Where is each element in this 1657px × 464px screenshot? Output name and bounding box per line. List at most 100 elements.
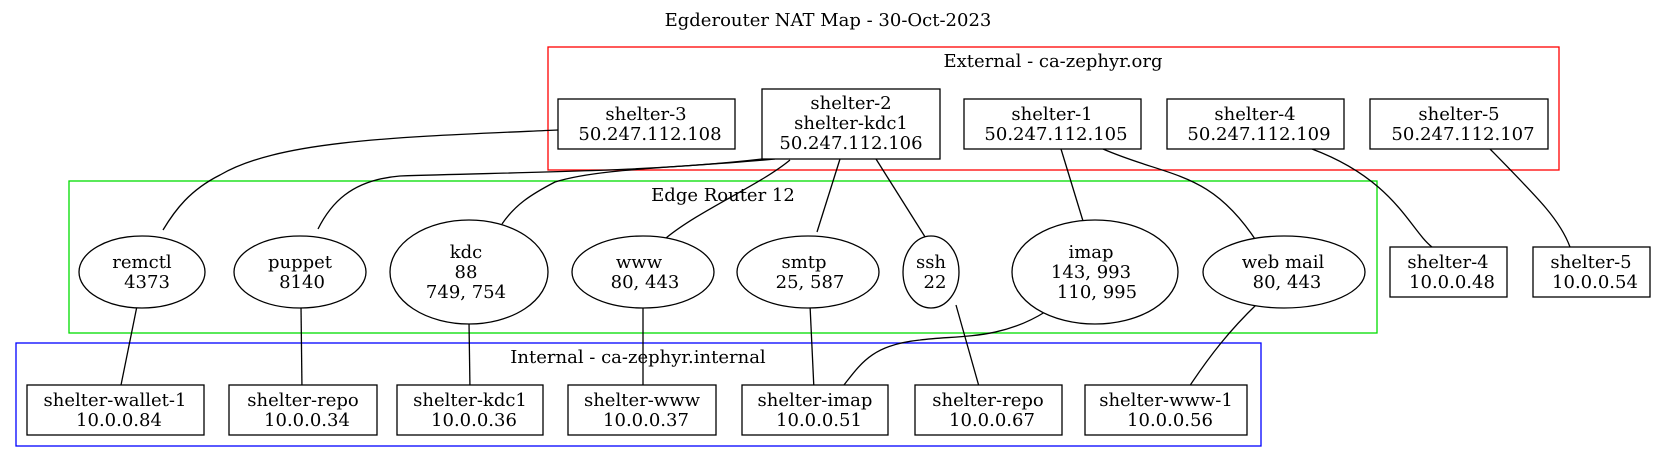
node-int-shelter-repo-67-line2: 10.0.0.67	[949, 410, 1035, 431]
node-int-shelter-repo-34-box	[228, 384, 378, 436]
node-svc-kdc-shape	[389, 219, 549, 325]
edge-shelter4-int	[1311, 148, 1433, 248]
router-nodes: remctl 4373 puppet 8140 kdc 88 749, 754 …	[78, 219, 1366, 325]
cluster-internal-border	[15, 342, 1262, 447]
node-int-shelter-repo-67-box	[914, 384, 1063, 436]
node-ext-shelter-4-line1: shelter-4	[1214, 104, 1295, 125]
node-int-shelter-repo-67-line1: shelter-repo	[932, 390, 1043, 411]
node-ext-shelter-1-box	[963, 98, 1142, 150]
node-svc-ssh: ssh 22	[902, 235, 960, 309]
node-ext-shelter-5: shelter-5 50.247.112.107	[1369, 98, 1549, 150]
node-int-shelter-4-box	[1389, 246, 1508, 298]
node-int-shelter-repo-67: shelter-repo 10.0.0.67	[914, 384, 1063, 436]
node-ext-shelter-4-line2: 50.247.112.109	[1187, 124, 1330, 145]
cluster-router-label: Edge Router 12	[651, 185, 795, 206]
node-ext-shelter-2-line1: shelter-2	[810, 93, 891, 114]
cluster-external-border	[547, 46, 1560, 171]
node-int-shelter-imap-box	[741, 384, 889, 436]
node-ext-shelter-3: shelter-3 50.247.112.108	[557, 98, 736, 150]
node-int-shelter-5: shelter-5 10.0.0.54	[1532, 246, 1651, 298]
node-int-shelter-kdc1-box	[396, 384, 544, 436]
edge-ssh-repo67	[955, 304, 981, 391]
node-svc-smtp-line2: 25, 587	[776, 272, 845, 293]
node-svc-imap-line3: 110, 995	[1057, 282, 1137, 303]
node-svc-smtp-shape	[736, 235, 880, 309]
node-int-shelter-5-line1: shelter-5	[1550, 252, 1631, 273]
node-svc-imap: imap 143, 993 110, 995	[1011, 219, 1179, 325]
edge-shelter1-webmail	[1102, 148, 1258, 243]
node-int-shelter-kdc1-line2: 10.0.0.36	[431, 410, 517, 431]
node-svc-kdc-line1: kdc	[450, 242, 483, 263]
cluster-router: Edge Router 12	[68, 180, 1378, 334]
node-int-shelter-wallet-1: shelter-wallet-1 10.0.0.84	[26, 384, 205, 436]
node-int-shelter-repo-34-line1: shelter-repo	[247, 390, 358, 411]
node-int-shelter-www-line1: shelter-www	[584, 390, 701, 411]
node-int-shelter-4-line2: 10.0.0.48	[1409, 272, 1495, 293]
edge-remctl-wallet	[119, 305, 138, 391]
standalone-nodes: shelter-4 10.0.0.48 shelter-5 10.0.0.54	[1389, 246, 1651, 298]
node-svc-remctl-shape	[78, 235, 206, 309]
node-svc-www-shape	[571, 235, 715, 309]
node-svc-kdc-line2: 88	[455, 262, 478, 283]
node-svc-imap-line2: 143, 993	[1051, 262, 1131, 283]
node-ext-shelter-2-line2: shelter-kdc1	[794, 113, 908, 134]
node-int-shelter-repo-34-line2: 10.0.0.34	[264, 410, 350, 431]
node-int-shelter-5-line2: 10.0.0.54	[1552, 272, 1638, 293]
node-svc-webmail-shape	[1202, 235, 1366, 309]
node-int-shelter-imap: shelter-imap 10.0.0.51	[741, 384, 889, 436]
edge-puppet-repo34	[300, 305, 303, 391]
node-svc-webmail-line2: 80, 443	[1253, 272, 1322, 293]
edge-shelter2-kdc	[501, 158, 776, 225]
node-svc-www: www 80, 443	[571, 235, 715, 309]
node-ext-shelter-2-line3: 50.247.112.106	[779, 133, 922, 154]
node-svc-webmail-line1: web mail	[1242, 252, 1325, 273]
node-int-shelter-kdc1-line1: shelter-kdc1	[413, 390, 527, 411]
edge-kdc-kdc1	[468, 321, 471, 391]
node-int-shelter-4: shelter-4 10.0.0.48	[1389, 246, 1508, 298]
node-svc-remctl: remctl 4373	[78, 235, 206, 309]
node-int-shelter-www: shelter-www 10.0.0.37	[567, 384, 717, 436]
node-ext-shelter-2-box	[761, 88, 941, 160]
node-int-shelter-imap-line2: 10.0.0.51	[776, 410, 862, 431]
edge-shelter1-imap	[1060, 148, 1084, 222]
edge-shelter5-int	[1489, 148, 1571, 248]
node-int-shelter-www-1-box	[1084, 384, 1248, 436]
cluster-router-border	[68, 180, 1378, 334]
node-ext-shelter-4-box	[1166, 98, 1345, 150]
edge-shelter3-remctl	[162, 129, 559, 231]
cluster-internal-label: Internal - ca-zephyr.internal	[510, 347, 766, 368]
node-svc-puppet-line2: 8140	[279, 272, 325, 293]
cluster-external: External - ca-zephyr.org	[547, 46, 1560, 171]
node-svc-remctl-line1: remctl	[112, 252, 172, 273]
node-int-shelter-wallet-1-box	[26, 384, 205, 436]
internal-nodes: shelter-wallet-1 10.0.0.84 shelter-repo …	[26, 384, 1248, 436]
node-ext-shelter-3-box	[557, 98, 736, 150]
node-ext-shelter-5-box	[1369, 98, 1549, 150]
node-ext-shelter-3-line1: shelter-3	[605, 104, 686, 125]
node-svc-kdc: kdc 88 749, 754	[389, 219, 549, 325]
edge-smtp-imap	[809, 304, 815, 391]
edge-shelter2-www	[665, 159, 791, 239]
node-svc-remctl-line2: 4373	[124, 272, 170, 293]
cluster-internal: Internal - ca-zephyr.internal	[15, 342, 1262, 447]
node-int-shelter-kdc1: shelter-kdc1 10.0.0.36	[396, 384, 544, 436]
node-ext-shelter-3-line2: 50.247.112.108	[578, 124, 721, 145]
node-ext-shelter-5-line1: shelter-5	[1418, 104, 1499, 125]
node-svc-webmail: web mail 80, 443	[1202, 235, 1366, 309]
node-svc-smtp: smtp 25, 587	[736, 235, 880, 309]
node-ext-shelter-4: shelter-4 50.247.112.109	[1166, 98, 1345, 150]
node-int-shelter-4-line1: shelter-4	[1407, 252, 1488, 273]
node-ext-shelter-2: shelter-2 shelter-kdc1 50.247.112.106	[761, 88, 941, 160]
node-ext-shelter-1-line1: shelter-1	[1011, 104, 1092, 125]
node-int-shelter-www-1: shelter-www-1 10.0.0.56	[1084, 384, 1248, 436]
edge-shelter2-ssh	[875, 158, 928, 241]
node-int-shelter-5-box	[1532, 246, 1651, 298]
node-svc-puppet: puppet 8140	[233, 235, 367, 309]
node-int-shelter-repo-34: shelter-repo 10.0.0.34	[228, 384, 378, 436]
node-svc-www-line1: www	[616, 252, 663, 273]
external-nodes: shelter-3 50.247.112.108 shelter-2 shelt…	[557, 88, 1549, 160]
node-int-shelter-www-1-line2: 10.0.0.56	[1127, 410, 1213, 431]
node-int-shelter-wallet-1-line1: shelter-wallet-1	[44, 390, 187, 411]
node-int-shelter-imap-line1: shelter-imap	[758, 390, 873, 411]
